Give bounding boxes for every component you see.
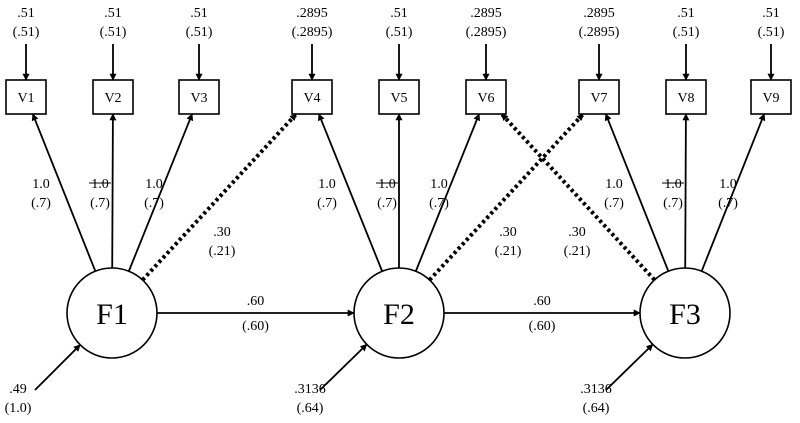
error-paren-v3: (.51) [186,25,213,40]
error-value-v2: .51 [104,6,122,21]
disturbance-paren-f3: (.64) [583,401,610,416]
loading-paren-f1-v3: (.7) [144,196,164,211]
variable-label-v1: V1 [17,91,34,106]
variable-label-v5: V5 [390,91,407,106]
edges-layer [22,44,775,391]
loading-arrow-f1-v3 [127,113,194,272]
loading-arrow-f3-v9 [700,113,766,272]
loading-arrow-f1-v1 [31,113,97,272]
disturbance-paren-f2: (.64) [297,401,324,416]
factor-circle-f2 [353,267,445,359]
loading-value-f1-v3: 1.0 [145,177,163,192]
loading-value-f1-v1: 1.0 [32,177,50,192]
loading-paren-f1-v4: (.21) [209,244,236,259]
error-paren-v7: (.2895) [579,25,620,40]
error-paren-v4: (.2895) [292,25,333,40]
disturbance-arrow-f3 [605,343,654,391]
loading-value-f3-v7: 1.0 [605,177,623,192]
variable-box-v6 [465,79,507,115]
loading-value-f1-v4: .30 [213,225,231,240]
loading-arrow-f3-v6 [500,112,656,282]
factor-circle-f1 [66,267,158,359]
error-paren-v5: (.51) [386,25,413,40]
loading-paren-f1-v2: (.7) [90,196,110,211]
variable-box-v8 [665,79,707,115]
loading-paren-f2-v7: (.21) [495,244,522,259]
variable-label-v7: V7 [590,91,607,106]
loading-arrow-f2-v7 [428,112,585,282]
variable-box-v7 [578,79,620,115]
loading-paren-f3-v8: (.7) [663,196,683,211]
loading-value-f2-v6: 1.0 [430,177,448,192]
disturbance-arrow-f2 [319,343,368,391]
loading-value-f1-v2: 1.0 [91,177,109,192]
loading-paren-f2-v4: (.7) [317,196,337,211]
loading-paren-f1-v1: (.7) [31,196,51,211]
loading-paren-f2-v5: (.7) [377,196,397,211]
disturbance-arrow-f1 [34,344,81,391]
loading-arrow-f3-v8 [682,113,690,269]
loading-value-f3-v6: .30 [568,225,586,240]
error-value-v6: .2895 [470,6,502,21]
loading-value-f2-v4: 1.0 [318,177,336,192]
loading-paren-f3-v6: (.21) [564,244,591,259]
error-value-v1: .51 [17,6,35,21]
variable-box-v9 [750,79,792,115]
variable-box-v4 [291,79,333,115]
loading-arrow-f2-v4 [317,113,384,272]
path-paren-f1-f2: (.60) [242,319,269,334]
error-value-v3: .51 [190,6,208,21]
path-value-f1-f2: .60 [247,294,265,309]
loading-paren-f3-v7: (.7) [604,196,624,211]
factor-label-f3: F3 [669,298,701,331]
disturbance-value-f2: .3136 [294,382,326,397]
variable-label-v3: V3 [190,91,207,106]
loading-value-f2-v5: 1.0 [378,177,396,192]
variable-label-v4: V4 [303,91,320,106]
loading-value-f3-v8: 1.0 [664,177,682,192]
error-value-v4: .2895 [296,6,328,21]
variable-label-v2: V2 [104,91,121,106]
error-paren-v1: (.51) [13,25,40,40]
variable-label-v9: V9 [762,91,779,106]
path-value-f2-f3: .60 [533,294,551,309]
variable-label-v8: V8 [677,91,694,106]
loading-arrow-f3-v7 [604,113,670,272]
loading-value-f3-v9: 1.0 [719,177,737,192]
error-value-v5: .51 [390,6,408,21]
error-paren-v2: (.51) [100,25,127,40]
error-value-v9: .51 [762,6,780,21]
loading-value-f2-v7: .30 [499,225,517,240]
disturbance-value-f1: .49 [9,382,27,397]
error-value-v8: .51 [677,6,695,21]
variable-box-v5 [378,79,420,115]
variable-box-v1 [5,79,47,115]
loading-arrow-f2-v6 [414,113,481,272]
error-paren-v6: (.2895) [466,25,507,40]
variable-label-v6: V6 [477,91,494,106]
loading-paren-f2-v6: (.7) [429,196,449,211]
factor-label-f2: F2 [383,298,415,331]
factor-label-f1: F1 [96,298,128,331]
disturbance-paren-f1: (1.0) [5,401,32,416]
error-paren-v9: (.51) [758,25,785,40]
disturbance-value-f3: .3136 [580,382,612,397]
error-paren-v8: (.51) [673,25,700,40]
loading-arrow-f1-v2 [109,113,117,269]
error-value-v7: .2895 [583,6,615,21]
variable-box-v2 [92,79,134,115]
factor-circle-f3 [639,267,731,359]
loading-paren-f3-v9: (.7) [718,196,738,211]
labels-layer: .51 (.51) .51 (.51) .51 (.51) .2895 (.2895) .51 (… [5,6,785,416]
path-paren-f2-f3: (.60) [529,319,556,334]
variable-box-v3 [178,79,220,115]
loading-arrow-f1-v4 [141,112,298,282]
